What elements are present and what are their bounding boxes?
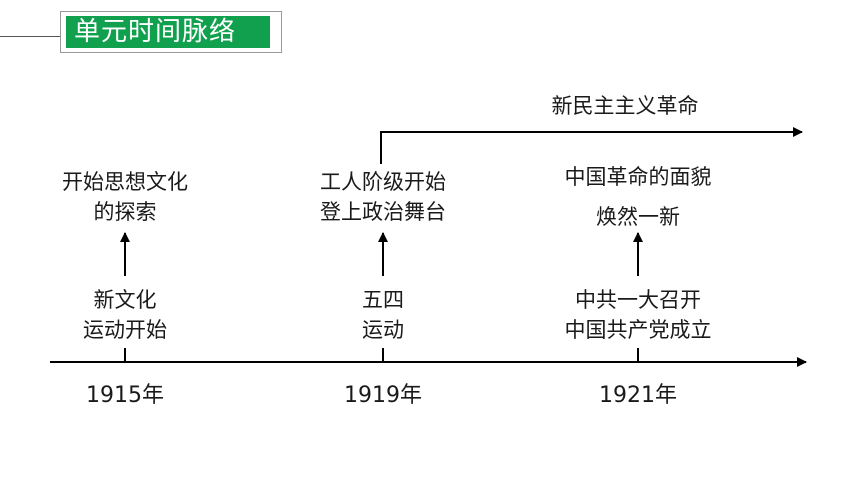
result-1919-line1: 工人阶级开始	[320, 170, 446, 194]
result-1921-line1: 中国革命的面貌	[564, 165, 712, 189]
result-1921: 中国革命的面貌 焕然一新	[538, 157, 738, 237]
event-1921-line1: 中共一大召开	[575, 288, 701, 312]
title-frame: 单元时间脉络	[60, 11, 282, 53]
year-1919: 1919年	[344, 383, 422, 408]
event-1919-line1: 五四	[362, 288, 404, 312]
event-1915-line2: 运动开始	[83, 318, 167, 342]
result-1915-line2: 的探索	[93, 200, 157, 224]
event-1919-line2: 运动	[362, 318, 404, 342]
result-1921-line2: 焕然一新	[596, 205, 680, 229]
page-title: 单元时间脉络	[66, 16, 270, 48]
event-1919: 五四 运动	[303, 285, 463, 345]
event-1915: 新文化 运动开始	[45, 285, 205, 345]
year-1921: 1921年	[599, 383, 677, 408]
event-1915-line1: 新文化	[93, 288, 157, 312]
result-1915-line1: 开始思想文化	[62, 170, 188, 194]
event-1921: 中共一大召开 中国共产党成立	[538, 285, 738, 345]
result-1915: 开始思想文化 的探索	[35, 167, 215, 227]
branch-label: 新民主主义革命	[551, 94, 699, 118]
event-1921-line2: 中国共产党成立	[564, 318, 712, 342]
result-1919-line2: 登上政治舞台	[320, 200, 446, 224]
year-1915: 1915年	[86, 383, 164, 408]
branch-arrow	[380, 127, 803, 164]
title-connector-line	[0, 36, 62, 37]
result-1919: 工人阶级开始 登上政治舞台	[293, 167, 473, 227]
